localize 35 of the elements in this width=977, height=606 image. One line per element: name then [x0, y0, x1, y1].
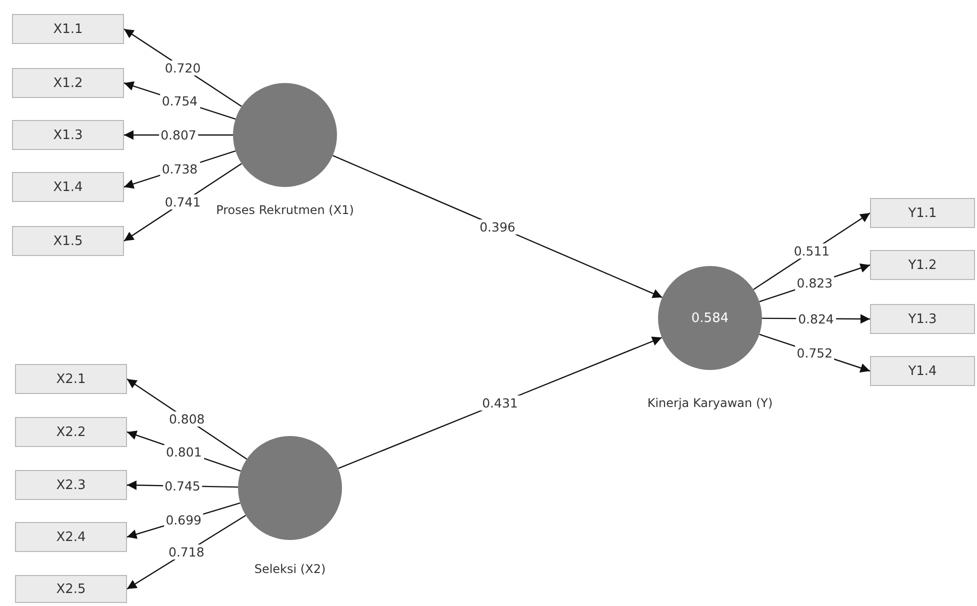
edge-label: 0.823: [794, 276, 835, 291]
indicator-box: Y1.2: [870, 250, 975, 280]
indicator-box: X1.5: [12, 226, 124, 256]
edge-label: 0.741: [162, 194, 203, 210]
edge-label: 0.807: [158, 128, 198, 142]
edge-label: 0.720: [162, 60, 203, 76]
indicator-box: X1.1: [12, 14, 124, 44]
construct-label: Seleksi (X2): [253, 562, 327, 576]
edge-label: 0.718: [166, 544, 206, 560]
indicator-box: Y1.3: [870, 304, 975, 334]
construct-circle: 0.584: [658, 266, 762, 370]
arrow: [338, 336, 662, 470]
indicator-box: Y1.4: [870, 356, 975, 386]
edge-label: 0.396: [478, 219, 518, 234]
indicator-box: X2.3: [15, 470, 127, 500]
indicator-box: X2.4: [15, 522, 127, 552]
edge-label: 0.738: [160, 161, 200, 176]
indicator-box: X2.5: [15, 575, 127, 603]
construct-label: Kinerja Karyawan (Y): [646, 396, 774, 410]
edge-label: 0.808: [166, 412, 207, 427]
arrow: [332, 155, 662, 298]
indicator-box: X1.3: [12, 120, 124, 150]
edge-label: 0.752: [794, 345, 835, 360]
edge-label: 0.431: [480, 396, 520, 410]
edge-label: 0.824: [796, 311, 836, 326]
indicator-box: X1.2: [12, 68, 124, 98]
indicator-box: Y1.1: [870, 198, 975, 228]
edge-label: 0.801: [164, 444, 204, 460]
indicator-box: X2.2: [15, 417, 127, 447]
edge-label: 0.754: [160, 94, 200, 108]
indicator-box: X1.4: [12, 172, 124, 202]
edge-label: 0.745: [162, 478, 202, 494]
edge-label: 0.699: [164, 512, 204, 528]
construct-label: Proses Rekrutmen (X1): [215, 203, 355, 217]
indicator-box: X2.1: [15, 364, 127, 394]
